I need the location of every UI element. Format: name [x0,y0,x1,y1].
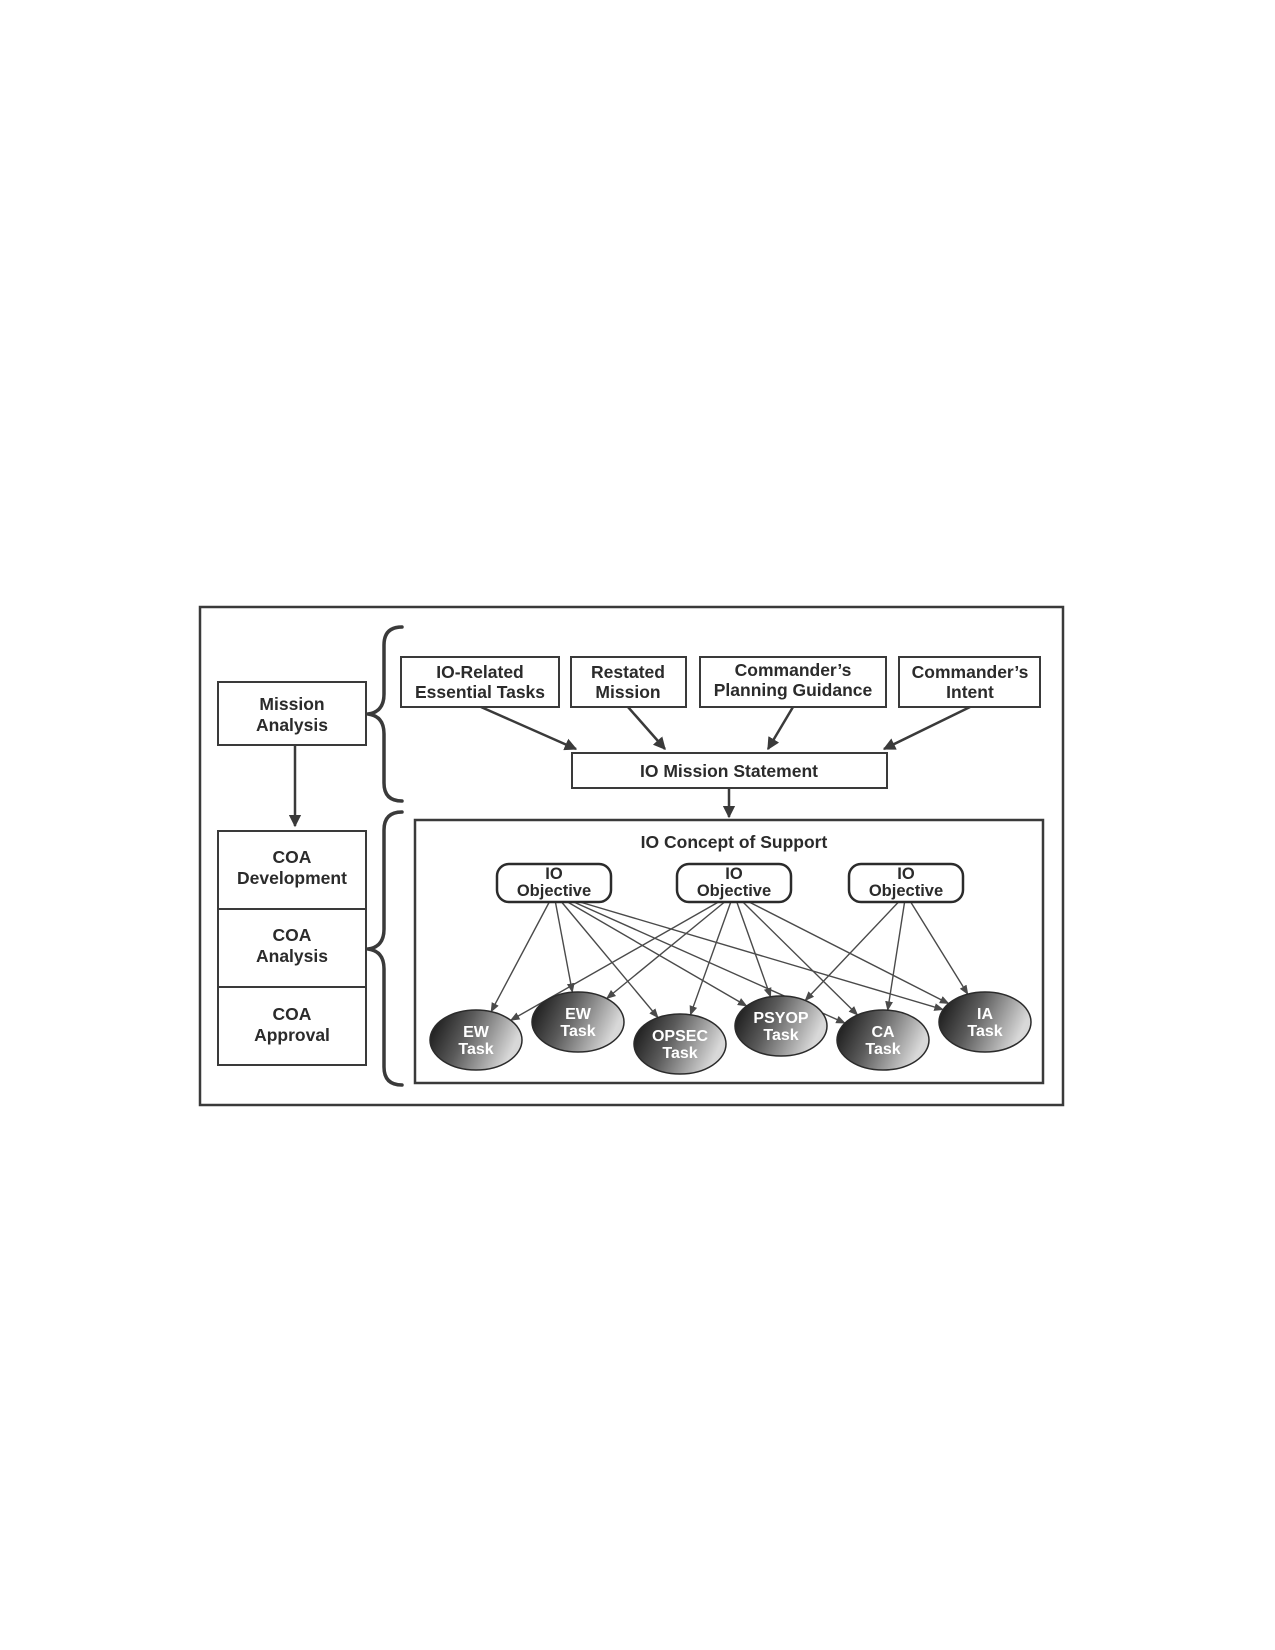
io-objective-label: IO [725,865,743,883]
coa-analysis-line-2: Analysis [256,946,328,966]
input-3-line-2: Planning Guidance [714,680,873,700]
input-io-related-essential-tasks: IO-Related Essential Tasks [400,656,560,708]
task-label: Task [865,1041,900,1058]
input-1-line-2: Essential Tasks [415,682,545,702]
task-label: Task [763,1027,798,1044]
coa-development-line-2: Development [237,868,347,888]
input-commanders-intent: Commander’s Intent [898,656,1041,708]
io-objective-box [847,862,965,904]
link-objective-2-to-task-3 [689,901,732,1016]
arrow-input-2-to-statement [627,706,666,750]
link-objective-3-to-task-4 [804,901,900,1002]
task-label: OPSEC [652,1028,708,1045]
input-4-line-2: Intent [946,682,994,702]
coa-approval-box: COA Approval [254,1004,330,1045]
coa-development-box: COA Development [237,847,347,888]
link-objective-3-to-task-5 [885,901,906,1012]
input-3-line-1: Commander’s [735,660,852,680]
coa-development-line-1: COA [273,847,312,867]
input-4-line-1: Commander’s [912,662,1029,682]
io-concept-of-support-title: IO Concept of Support [641,832,828,852]
link-objective-1-to-task-3 [561,901,659,1019]
io-objective-label: Objective [697,882,771,900]
input-commanders-planning-guidance: Commander’s Planning Guidance [699,656,887,708]
input-restated-mission: Restated Mission [570,656,687,708]
input-2-line-2: Mission [595,682,660,702]
arrow-input-1-to-statement [480,705,578,751]
task-ellipse-shape [836,1009,930,1071]
io-objective-box [495,862,613,904]
task-label: Task [662,1045,697,1062]
task-label: Task [967,1023,1002,1040]
task-label: CA [871,1024,895,1041]
link-objective-3-to-task-6 [910,901,969,996]
link-objective-1-to-task-2 [554,901,575,994]
input-1-line-1: IO-Related [436,662,524,682]
coa-approval-line-1: COA [273,1004,312,1024]
io-mission-statement-box: IO Mission Statement [571,752,888,789]
task-label: EW [463,1024,490,1041]
link-objective-2-to-task-2 [605,901,726,1000]
task-ellipse-shape [531,991,625,1053]
task-label: Task [560,1023,595,1040]
io-objective-label: Objective [517,882,591,900]
coa-analysis-box: COA Analysis [256,925,328,966]
task-label: Task [458,1041,493,1058]
coa-analysis-line-1: COA [273,925,312,945]
task-ellipse-shape [633,1013,727,1075]
link-objective-1-to-task-4 [567,901,748,1007]
coa-brace [366,810,404,1087]
link-objective-2-to-task-5 [742,901,859,1016]
arrow-input-4-to-statement [882,705,971,751]
coa-approval-line-2: Approval [254,1025,330,1045]
link-objective-1-to-task-6 [579,901,945,1011]
task-ellipse-shape [938,991,1032,1053]
link-objective-2-to-task-6 [748,901,950,1005]
io-objective-label: Objective [869,882,943,900]
task-label: IA [977,1006,993,1023]
arrow-input-3-to-statement [766,706,795,751]
coa-stack: COA Development COA Analysis COA Approva… [217,830,367,1066]
input-2-line-1: Restated [591,662,665,682]
link-objective-2-to-task-4 [736,901,772,998]
io-mission-statement-label: IO Mission Statement [640,761,818,781]
task-ellipse-shape [734,995,828,1057]
mission-analysis-box: Mission Analysis [217,681,367,746]
mission-analysis-line-1: Mission [259,694,324,714]
io-objective-label: IO [545,865,563,883]
link-objective-1-to-task-1 [490,901,550,1013]
io-objective-box [675,862,793,904]
io-objective-label: IO [897,865,915,883]
task-label: PSYOP [753,1010,808,1027]
task-label: EW [565,1006,592,1023]
mission-analysis-line-2: Analysis [256,715,328,735]
task-ellipse-shape [429,1009,523,1071]
mission-analysis-brace [366,625,404,803]
